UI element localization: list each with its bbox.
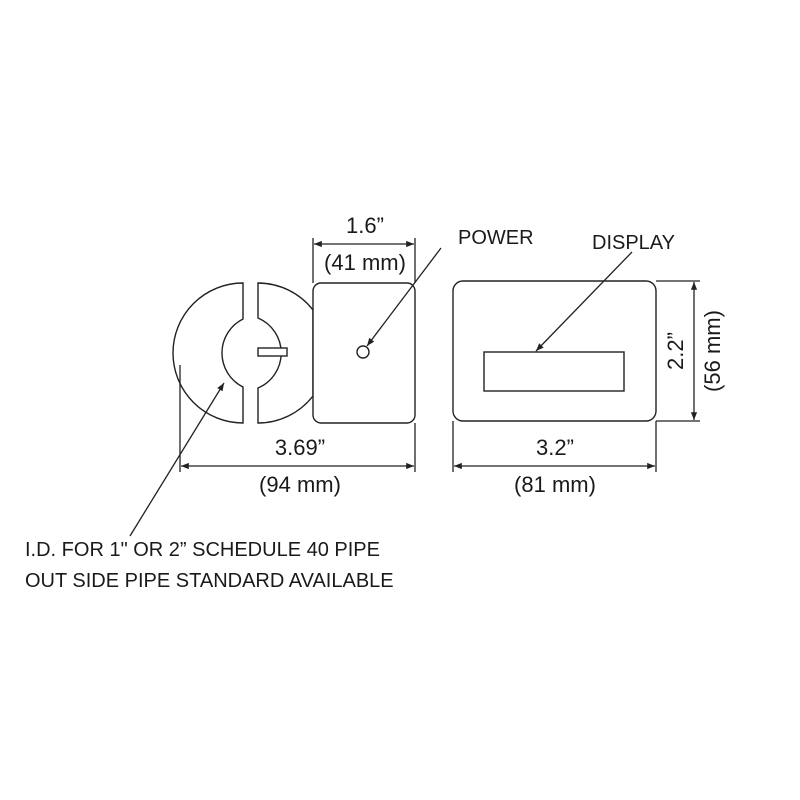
dimension-total-width: 3.69” (94 mm) [179,365,416,497]
display-leader [535,251,633,352]
total-width-mm: (94 mm) [259,472,341,497]
front-view-body [452,280,657,422]
display-window [483,351,625,392]
power-leader [366,247,442,347]
power-button [356,345,370,359]
pipe-clamp-ring [172,282,314,424]
display-label: DISPLAY [592,232,675,254]
front-width-inches: 3.2” [536,435,574,460]
side-width-inches: 1.6” [346,213,384,238]
clamp-left-half [172,282,244,424]
total-width-inches: 3.69” [275,435,325,460]
power-label: POWER [458,227,534,249]
pipe-id-leader [129,382,225,537]
dimension-side-width: 1.6” (41 mm) [312,213,416,283]
note-line-1: I.D. FOR 1" OR 2” SCHEDULE 40 PIPE [25,539,380,561]
note-line-2: OUT SIDE PIPE STANDARD AVAILABLE [25,570,394,592]
clamp-slot [257,347,288,357]
front-width-mm: (81 mm) [514,472,596,497]
dimension-front-height: 2.2” (56 mm) [656,280,725,422]
dimension-front-width: 3.2” (81 mm) [452,421,657,497]
front-height-mm: (56 mm) [700,310,725,392]
side-width-mm: (41 mm) [324,250,406,275]
front-height-inches: 2.2” [663,332,688,370]
